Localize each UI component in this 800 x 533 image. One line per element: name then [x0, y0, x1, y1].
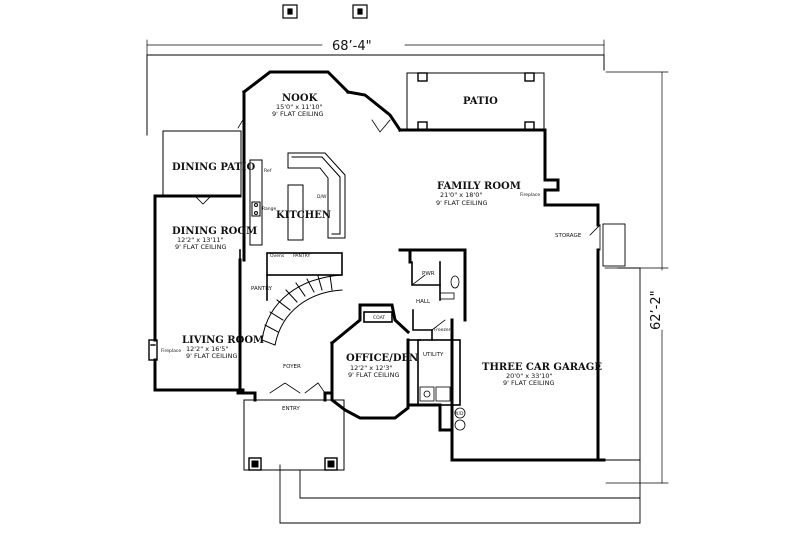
patio-name: PATIO — [463, 96, 498, 107]
dining-room-ceiling: 9' FLAT CEILING — [175, 243, 226, 251]
garage-name: THREE CAR GARAGE — [482, 362, 602, 373]
dining-room-name: DINING ROOM — [172, 226, 257, 237]
fireplace-family-label: Fireplace — [520, 192, 540, 198]
kitchen-counters — [249, 152, 346, 246]
wd-label: W/D — [454, 411, 464, 417]
overall-width-label: 68’-4" — [332, 39, 372, 54]
coat-label: COAT — [373, 315, 385, 321]
dining-room-dims: 12'2" x 13'11" — [177, 236, 223, 244]
office-den-name: OFFICE/DEN — [346, 353, 418, 364]
entry-porch — [243, 399, 345, 471]
nook-dims: 15'0" x 11'10" — [276, 103, 322, 111]
office-den-ceiling: 9' FLAT CEILING — [348, 371, 399, 379]
overall-width-dimension — [146, 39, 605, 136]
column-markers-top — [282, 4, 368, 19]
family-room-dims: 21'0" x 18'0" — [440, 191, 482, 199]
living-room-ceiling: 9' FLAT CEILING — [186, 352, 237, 360]
overall-depth-label: 62’-2" — [649, 290, 664, 330]
curved-stair — [261, 274, 343, 346]
dining-patio-name: DINING PATIO — [172, 162, 255, 173]
utility-appliances — [419, 386, 451, 402]
pantry-label: PANTRY — [251, 286, 273, 292]
pwr-label: PWR — [422, 271, 435, 277]
entry-label: ENTRY — [282, 406, 300, 412]
patio-structure — [162, 72, 545, 197]
water-heaters — [454, 407, 466, 431]
fireplace-living — [148, 339, 158, 361]
living-room-name: LIVING ROOM — [182, 335, 264, 346]
ref-label: Ref — [264, 168, 272, 174]
kitchen-name: KITCHEN — [276, 210, 331, 221]
nook-name: NOOK — [282, 93, 318, 104]
foyer-label: FOYER — [283, 364, 301, 370]
family-room-name: FAMILY ROOM — [437, 181, 521, 192]
freezer-label: Freezer — [434, 327, 451, 333]
powder-fixtures — [439, 275, 460, 300]
range-label: Range — [262, 206, 276, 212]
fireplace-living-label: Fireplace — [161, 348, 181, 354]
overall-depth-dimension — [604, 71, 669, 484]
garage-ceiling: 9' FLAT CEILING — [503, 379, 554, 387]
family-room-ceiling: 9' FLAT CEILING — [436, 199, 487, 207]
garage-dims: 20'0" x 33'10" — [506, 372, 552, 380]
dw-label: D/W — [317, 194, 327, 200]
storage-label: STORAGE — [555, 233, 582, 239]
terrace-outline — [146, 54, 641, 524]
door-swings — [194, 117, 601, 394]
ovens-label: Ovens — [270, 253, 285, 259]
office-den-dims: 12'2" x 12'3" — [350, 364, 392, 372]
pantry-small-label: PANTRY — [293, 253, 310, 259]
hall-label: HALL — [416, 299, 431, 305]
living-room-dims: 12'2" x 16'5" — [186, 345, 228, 353]
utility-label: UTILITY — [423, 352, 444, 358]
nook-ceiling: 9' FLAT CEILING — [272, 110, 323, 118]
